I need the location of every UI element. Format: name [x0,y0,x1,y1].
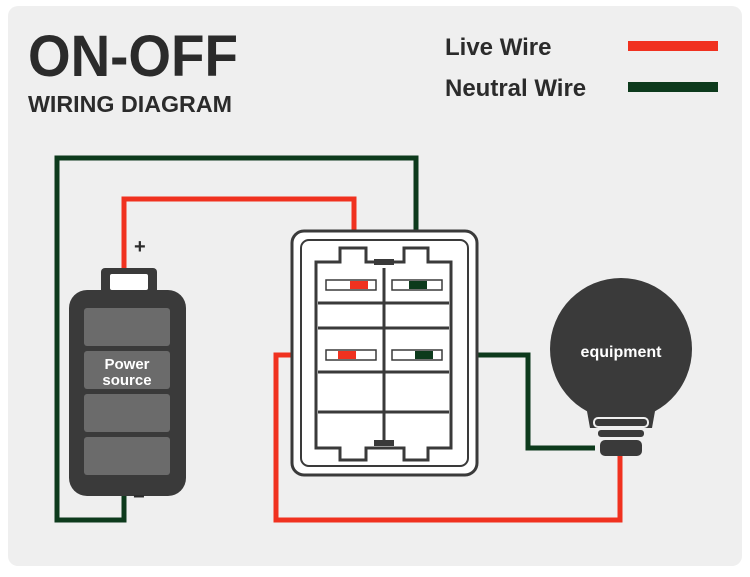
battery-plus-sign: + [134,236,146,258]
neutral-wire-terminal-end [409,281,427,289]
battery-label-line2: source [102,372,151,389]
battery-icon: + Power source − [69,236,186,508]
bulb-thread [593,417,649,428]
switch-top-tab [374,259,394,265]
live-wire-terminal-end [338,351,356,359]
battery-segment [84,437,170,475]
neutral-wire-terminal-end [415,351,433,359]
bulb-base [600,440,642,456]
neutral-wire-top [54,155,419,523]
battery-segment [84,351,170,389]
legend-live-label: Live Wire [445,34,552,61]
bulb-icon: equipment [550,278,692,456]
diagram-title: ON-OFF [28,24,238,89]
legend-live-swatch [628,41,718,51]
rocker-switch-icon [290,229,479,477]
legend: Live Wire Neutral Wire [445,34,718,102]
battery-cap-highlight [110,274,148,290]
bulb-globe [550,278,692,420]
legend-neutral-label: Neutral Wire [445,75,586,102]
switch-bottom-tab [374,440,394,446]
legend-neutral-swatch [628,82,718,92]
battery-label-line1: Power [104,356,149,373]
bulb-thread [596,428,646,439]
equipment-label: equipment [581,344,663,361]
battery-segment [84,394,170,432]
diagram-subtitle: WIRING DIAGRAM [28,91,232,117]
live-wire-terminal-end [350,281,368,289]
battery-segment [84,308,170,346]
battery-minus-sign: − [133,486,145,508]
